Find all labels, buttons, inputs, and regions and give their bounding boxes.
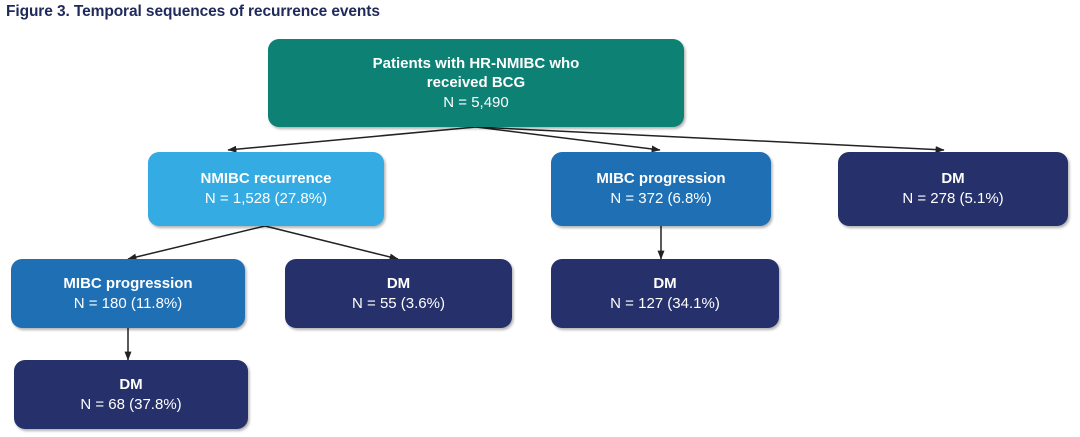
node-dm-direct[interactable]: DM N = 278 (5.1%)	[838, 152, 1068, 226]
node-dm-after-nmibc-mibc[interactable]: DM N = 68 (37.8%)	[14, 360, 248, 429]
node-mibc-progression-direct[interactable]: MIBC progression N = 372 (6.8%)	[551, 152, 771, 226]
node-count: N = 278 (5.1%)	[902, 190, 1004, 208]
node-label: Patients with HR-NMIBC who received BCG	[372, 54, 580, 91]
node-label: DM	[119, 375, 143, 393]
node-count: N = 68 (37.8%)	[80, 395, 182, 413]
node-label: NMIBC recurrence	[200, 170, 332, 188]
edge-nmibc-to-dm	[264, 225, 399, 261]
edge-root-to-dm-direct	[475, 126, 945, 154]
node-mibc-progression-after-nmibc[interactable]: MIBC progression N = 180 (11.8%)	[11, 259, 245, 328]
edge-nmibc-to-mibc-progression	[127, 225, 266, 261]
node-label: MIBC progression	[596, 170, 726, 188]
node-count: N = 180 (11.8%)	[73, 294, 183, 312]
node-patients-hr-nmibc-bcg[interactable]: Patients with HR-NMIBC who received BCG …	[268, 39, 684, 127]
node-count: N = 127 (34.1%)	[610, 294, 720, 312]
node-dm-after-mibc[interactable]: DM N = 127 (34.1%)	[551, 259, 779, 328]
node-nmibc-recurrence[interactable]: NMIBC recurrence N = 1,528 (27.8%)	[148, 152, 384, 226]
edge-root-to-mibc-progression	[475, 126, 661, 153]
node-count: N = 55 (3.6%)	[352, 294, 445, 312]
node-count: N = 5,490	[443, 93, 509, 111]
node-label: MIBC progression	[63, 274, 193, 292]
edge-root-to-nmibc-recurrence	[227, 126, 477, 153]
node-count: N = 372 (6.8%)	[610, 190, 712, 208]
node-dm-after-nmibc[interactable]: DM N = 55 (3.6%)	[285, 259, 512, 328]
figure-title: Figure 3. Temporal sequences of recurren…	[6, 3, 380, 20]
node-label: DM	[941, 170, 965, 188]
node-count: N = 1,528 (27.8%)	[204, 190, 328, 208]
node-label: DM	[386, 274, 411, 292]
node-label: DM	[653, 274, 677, 292]
